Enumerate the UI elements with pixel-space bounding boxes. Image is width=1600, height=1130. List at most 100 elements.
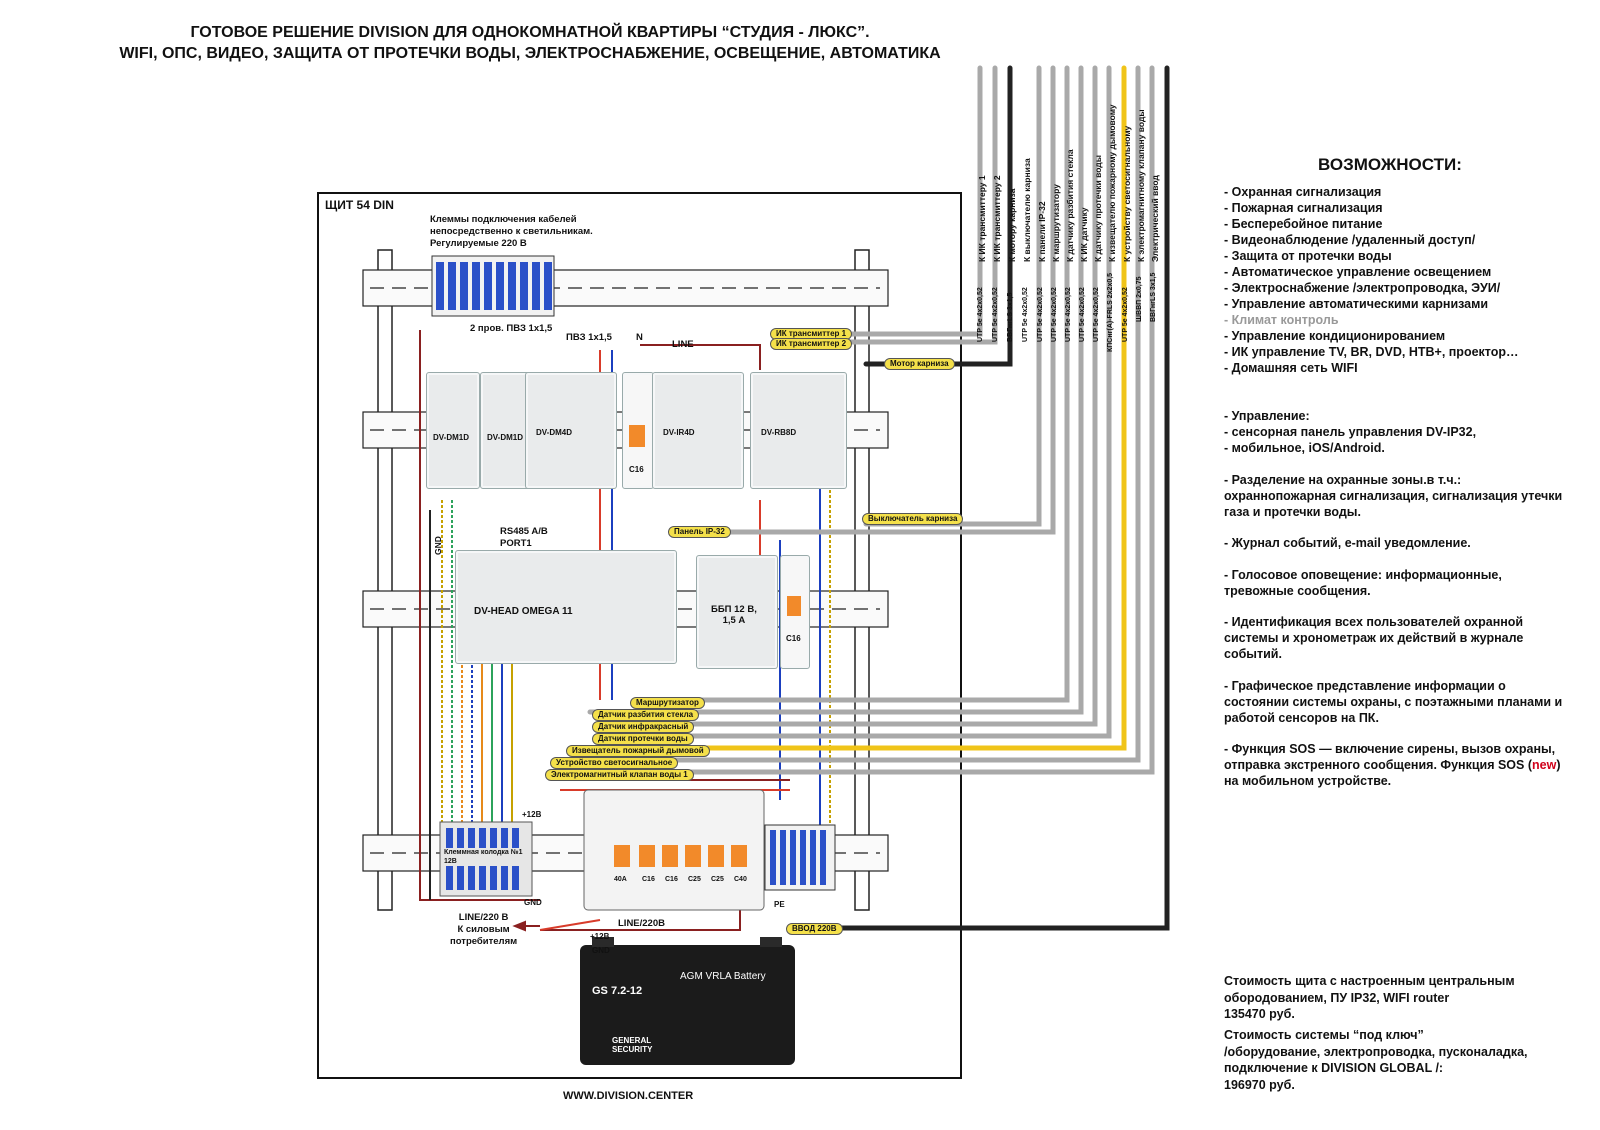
feature-item: - Управление кондиционированием [1224,329,1446,343]
plus12-label: +12В [522,810,542,819]
feature-voice: - Голосовое оповещение: информационные, … [1224,568,1502,598]
cable-to-11: К электромагнитному клапану воды [1136,109,1146,262]
tag-ip32: Панель IP-32 [668,526,731,538]
module-dv-ir4d: DV-IR4D [652,372,744,489]
breaker-toggles [614,845,754,867]
tag-glass: Датчик разбития стекла [592,709,700,721]
cable-spec-6: UTP 5e 4x2x0,52 [1065,287,1072,342]
module-dv-dm4d: DV-DM4D [525,372,617,489]
feature-item: - Пожарная сигнализация [1224,201,1383,215]
features-header: ВОЗМОЖНОСТИ: [1318,155,1462,174]
cable-spec-12: ВВГнгLS 3х1,5 [1150,272,1157,322]
terminal-note: Клеммы подключения кабелей непосредствен… [430,214,593,249]
tag-switch: Выключатель карниза [862,513,964,525]
pe-label: PE [774,900,785,909]
tag-router: Маршрутизатор [630,697,705,709]
breaker-c16-b: C16 [665,876,678,883]
cable-to-4: К панели IP-32 [1037,201,1047,262]
panel-title: ЩИТ 54 DIN [325,198,394,212]
feature-item: - Бесперебойное питание [1224,217,1383,231]
breaker-40a: 40A [614,876,627,883]
plus12b-label: +12В [590,932,610,941]
gnd-label-2: GND [524,898,542,907]
module-label: DV-DM1D [433,433,470,442]
cable-spec-0: UTP 5e 4x2x0,52 [977,287,984,342]
battery [580,937,795,1065]
line220-label: LINE/220В [618,918,665,929]
cable-to-8: К датчику протечки воды [1093,155,1103,262]
module-label: DV-RB8D [761,428,797,437]
tag-motor: Мотор карниза [884,358,955,370]
cost-turnkey: Стоимость системы “под ключ” /оборудован… [1224,1028,1528,1092]
tag-smoke: Извещатель пожарный дымовой [566,745,710,757]
cost-panel: Стоимость щита с настроенным центральным… [1224,974,1515,1021]
page-title: ГОТОВОЕ РЕШЕНИЕ DIVISION ДЛЯ ОДНОКОМНАТН… [0,22,1060,64]
module-label: DV-DM1D [487,433,524,442]
feature-item: - Домашняя сеть WIFI [1224,361,1358,375]
feature-item: - Электроснабжение /электропроводка, ЭУИ… [1224,281,1501,295]
module-ups: ББП 12 В, 1,5 А [696,555,778,669]
cable-spec-5: UTP 5e 4x2x0,52 [1051,287,1058,342]
tag-valve: Электромагнитный клапан воды 1 [545,769,694,781]
tag-light: Устройство светосигнальное [550,757,679,769]
cable-spec-7: UTP 5e 4x2x0,52 [1079,287,1086,342]
battery-brand: GENERAL SECURITY [612,1036,653,1054]
cable-to-1: К ИК трансмиттеру 2 [992,175,1002,262]
module-label: C16 [629,465,644,474]
feature-item: - Охранная сигнализация [1224,185,1382,199]
line220-out-label: LINE/220 В К силовым потребителям [450,912,518,947]
feature-journal: - Журнал событий, e-mail уведомление. [1224,536,1471,550]
breaker-toggle [787,596,801,616]
breaker-c16-a: C16 [642,876,655,883]
feature-ident: - Идентификация всех пользователей охран… [1224,615,1524,661]
sos-text-b: ) на мобильном устройстве. [1224,758,1561,788]
breaker-c25-b: C25 [711,876,724,883]
breaker-c25-a: C25 [688,876,701,883]
battery-type: AGM VRLA Battery [680,971,766,982]
cable-to-0: К ИК трансмиттеру 1 [977,175,987,262]
breaker-c16-ups: C16 [780,555,810,669]
cable-spec-1: UTP 5e 4x2x0,52 [992,287,999,342]
breaker-c40: C40 [734,876,747,883]
feature-item: - Автоматическое управление освещением [1224,265,1492,279]
sos-new-badge: new [1532,758,1557,772]
feature-item: - Защита от протечки воды [1224,249,1392,263]
breaker-c16-top: C16 [622,372,654,489]
cable-to-7: К ИК датчику [1079,207,1089,262]
features-list: - Охранная сигнализация - Пожарная сигна… [1224,184,1519,376]
module-dv-head-omega: DV-HEAD OMEGA 11 [455,550,677,664]
wire-n: N [636,332,643,343]
tag-ir2: ИК трансмиттер 2 [770,338,853,350]
title-line-2: WIFI, ОПС, ВИДЕО, ЗАЩИТА ОТ ПРОТЕЧКИ ВОД… [119,45,941,62]
battery-model: GS 7.2-12 [592,985,643,997]
terminal-block-label: Клеммная колодка №1 12В [444,848,523,866]
cable-to-9: К извещателю пожарному дымовому [1107,104,1117,262]
tag-leak: Датчик протечки воды [592,733,694,745]
cable-spec-2: ВВГнгLS 3х1,5 [1007,292,1014,342]
top-terminal-strip [431,255,555,317]
feature-graph: - Графическое представление информации о… [1224,679,1563,725]
sos-text-a: - Функция SOS — включение сирены, вызов … [1224,742,1556,772]
feature-item: - Видеонаблюдение /удаленный доступ/ [1224,233,1476,247]
cable-to-5: К маршрутизатору [1051,184,1061,262]
footer-url: WWW.DIVISION.CENTER [563,1090,694,1102]
cable-spec-10: UTP 5e 4x2x0,52 [1122,287,1129,342]
module-label: C16 [786,634,801,643]
cable-to-12: Электрический ввод [1150,175,1160,262]
tag-ir-sensor: Датчик инфракрасный [592,721,695,733]
rs485-label: RS485 A/B PORT1 [500,526,548,549]
breaker-toggle [629,425,645,447]
module-label: DV-IR4D [663,428,695,437]
gnd-label: GND [433,536,443,555]
gnd3-label: GND [592,946,610,955]
cable-to-6: К датчику разбития стекла [1065,149,1075,262]
wire-label-2: ПВЗ 1х1,5 [566,332,612,343]
module-dv-dm1d-1: DV-DM1D [426,372,480,489]
feature-item-disabled: - Климат контроль [1224,313,1339,327]
tag-input: ВВОД 220В [786,923,843,935]
module-label: ББП 12 В, 1,5 А [711,604,757,626]
wire-label-1: 2 пров. ПВЗ 1х1,5 [470,323,553,334]
module-label: DV-HEAD OMEGA 11 [474,606,573,617]
cable-to-10: К устройству светосигнальному [1122,125,1132,262]
